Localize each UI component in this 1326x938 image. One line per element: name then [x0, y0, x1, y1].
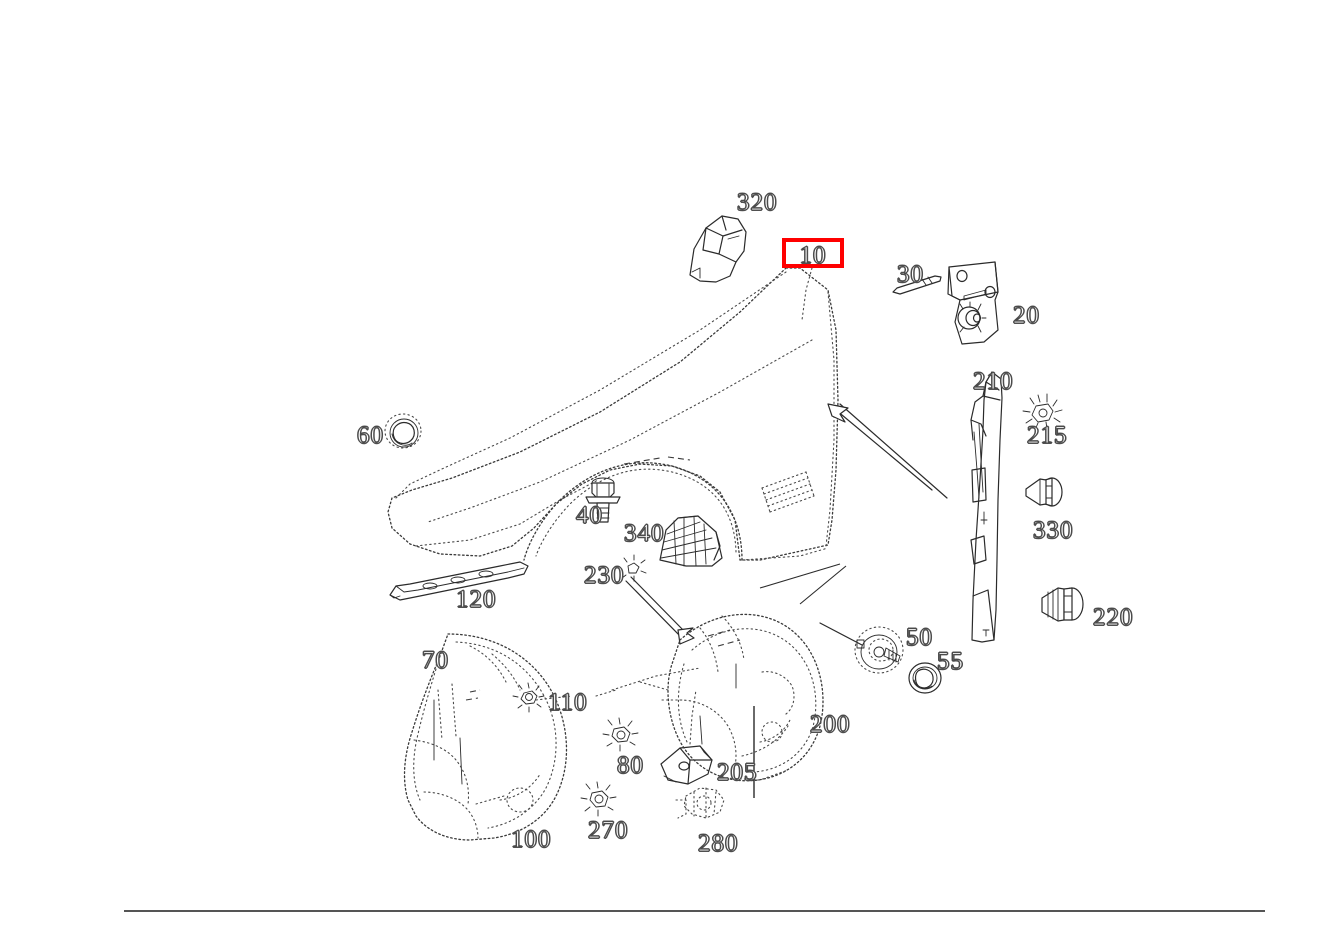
part-50-damping-washer [819, 622, 904, 674]
callout-120: 120 [456, 586, 497, 613]
highlighted-part-callout[interactable]: 10 [782, 238, 844, 269]
callout-70: 70 [422, 647, 449, 674]
callout-30: 30 [897, 261, 924, 288]
fender-side-vent [761, 471, 815, 513]
part-110-plastic-nut [512, 682, 545, 713]
part-20-stud [957, 301, 987, 333]
callout-280: 280 [698, 830, 739, 857]
part-330-push-pin [1025, 477, 1063, 507]
part-320-bracket [689, 215, 747, 283]
callout-10: 10 [799, 242, 827, 269]
part-220-expanding-rivet [1041, 587, 1084, 622]
part-270-expanding-nut [580, 781, 617, 817]
callout-320: 320 [737, 189, 778, 216]
part-340-vent-grille [659, 515, 723, 567]
callout-220: 220 [1093, 604, 1134, 631]
callout-210: 210 [973, 368, 1014, 395]
part-205-mounting-plate [660, 689, 713, 785]
callout-60: 60 [357, 422, 384, 449]
part-30-pin [892, 275, 942, 295]
part-120-rocker-moulding [389, 561, 529, 601]
part-215-expanding-nut [1022, 393, 1063, 431]
part-280-clip [675, 787, 725, 819]
part-60-grommet [384, 413, 422, 449]
callout-55: 55 [937, 648, 964, 675]
callout-200: 200 [810, 711, 851, 738]
callout-270: 270 [588, 817, 629, 844]
connector-line [535, 695, 573, 701]
callout-80: 80 [617, 752, 644, 779]
connector-line [595, 689, 617, 697]
part-70-wheel-arch-liner [403, 633, 568, 841]
part-20-hinge-bracket [947, 261, 999, 345]
callout-40: 40 [576, 502, 603, 529]
callout-20: 20 [1013, 302, 1040, 329]
callout-215: 215 [1027, 422, 1068, 449]
part-10-front-fender [387, 267, 839, 561]
callout-110: 110 [548, 689, 588, 716]
callout-330: 330 [1033, 517, 1074, 544]
callout-100: 100 [511, 826, 552, 853]
part-55-cap-nut [908, 662, 942, 694]
part-230-trim-clip [621, 554, 695, 645]
callout-50: 50 [906, 624, 933, 651]
bottom-divider-rule [124, 910, 1265, 912]
callout-205: 205 [717, 759, 758, 786]
part-40-flange-bolt [585, 477, 621, 523]
callout-340: 340 [624, 520, 665, 547]
part-210-pillar-trim [827, 371, 1003, 643]
connector-line [611, 667, 701, 691]
callout-230: 230 [584, 562, 625, 589]
part-200-wheel-housing-liner [639, 563, 847, 798]
part-80-fastening-clip [602, 717, 639, 752]
